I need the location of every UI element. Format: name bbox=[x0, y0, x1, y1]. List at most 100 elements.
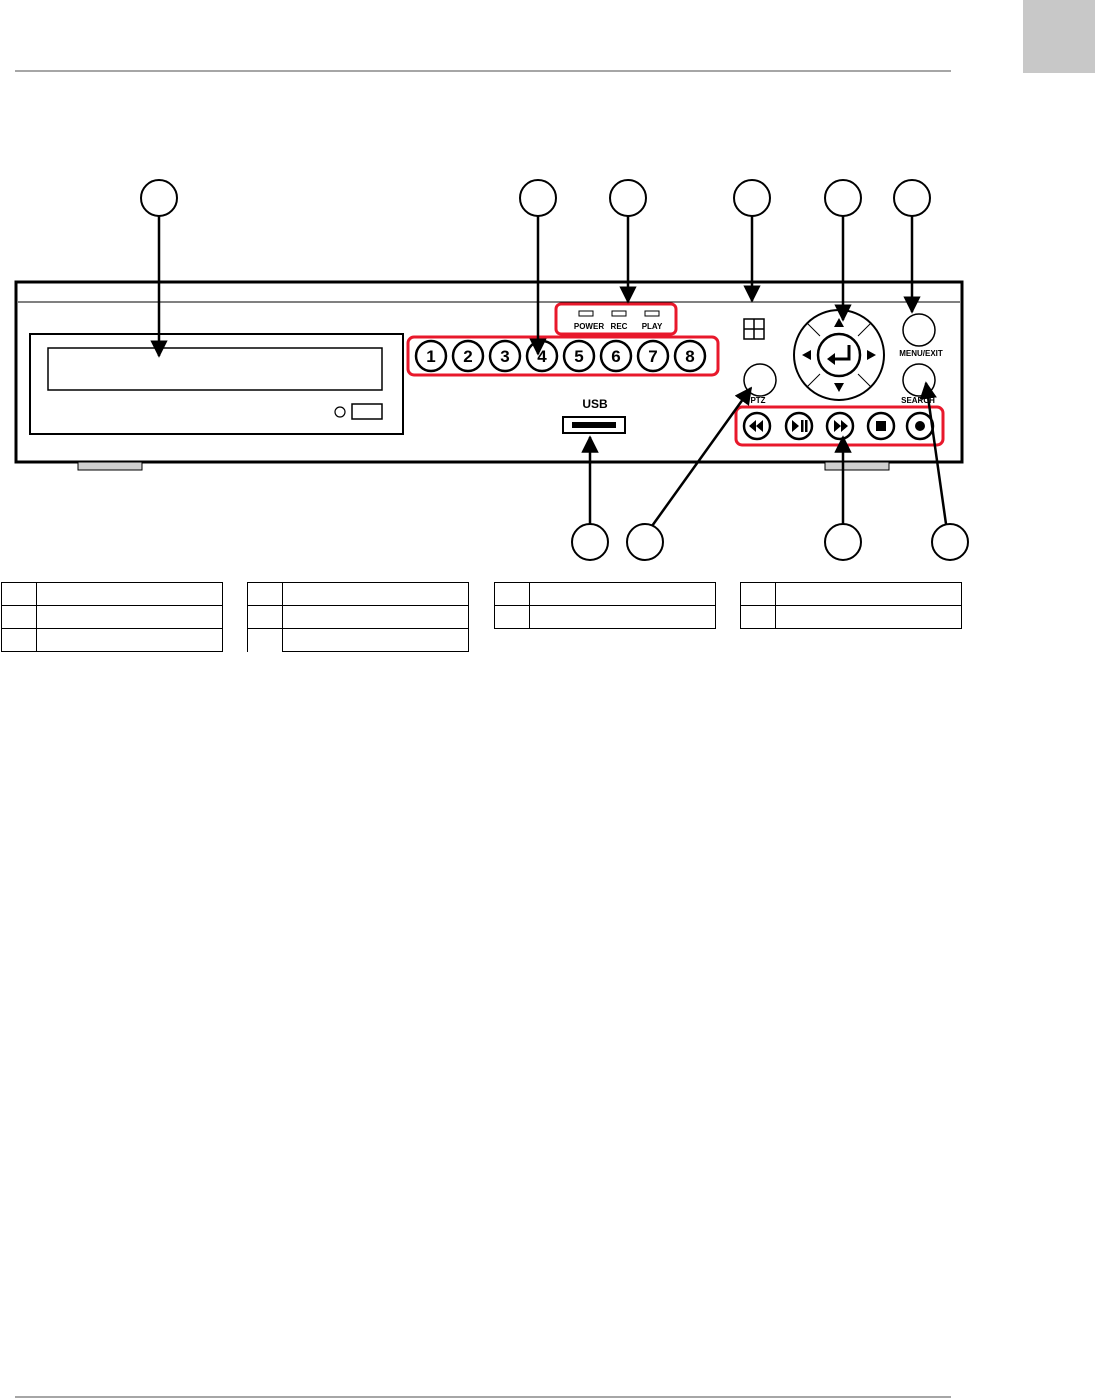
callout-circle bbox=[140, 179, 178, 217]
play-pause-button[interactable] bbox=[784, 411, 814, 441]
channel-button-label: 3 bbox=[500, 347, 509, 366]
legend-table-4 bbox=[740, 582, 962, 629]
channel-button-8[interactable]: 8 bbox=[673, 339, 707, 373]
legend-description bbox=[775, 605, 962, 629]
legend-row bbox=[494, 582, 716, 606]
right-arrow-icon[interactable] bbox=[867, 350, 876, 360]
left-arrow-icon[interactable] bbox=[802, 350, 811, 360]
legend-number bbox=[247, 582, 283, 606]
callout-circle bbox=[824, 179, 862, 217]
legend-row bbox=[247, 605, 469, 629]
callout-circle bbox=[626, 523, 664, 561]
legend-description bbox=[36, 605, 223, 629]
led-group-highlight bbox=[554, 302, 678, 336]
enter-button[interactable] bbox=[816, 332, 862, 378]
legend-number bbox=[1, 628, 37, 652]
legend-number bbox=[494, 605, 530, 629]
channel-button-1[interactable]: 1 bbox=[414, 339, 448, 373]
channel-button-label: 2 bbox=[463, 347, 472, 366]
legend-number bbox=[247, 628, 283, 652]
channel-button-7[interactable]: 7 bbox=[636, 339, 670, 373]
channel-button-2[interactable]: 2 bbox=[451, 339, 485, 373]
usb-label: USB bbox=[582, 397, 608, 411]
legend-number bbox=[494, 582, 530, 606]
legend-number bbox=[247, 605, 283, 629]
rewind-icon bbox=[749, 420, 763, 432]
tray-led bbox=[334, 406, 346, 418]
channel-button-6[interactable]: 6 bbox=[599, 339, 633, 373]
play-pause-icon bbox=[792, 420, 799, 432]
search-label: SEARCH bbox=[901, 396, 935, 405]
callout-arrow bbox=[919, 381, 948, 525]
led-label-play: PLAY bbox=[642, 322, 663, 331]
legend-description bbox=[529, 582, 716, 606]
channel-button-3[interactable]: 3 bbox=[488, 339, 522, 373]
channel-button-label: 8 bbox=[685, 347, 694, 366]
power-led bbox=[578, 310, 594, 317]
menu-exit-label: MENU/EXIT bbox=[899, 349, 943, 358]
rewind-button[interactable] bbox=[742, 411, 772, 441]
menu-exit-button[interactable] bbox=[902, 313, 936, 347]
foot-left bbox=[77, 461, 143, 471]
legend-table-1 bbox=[1, 582, 223, 652]
stop-icon bbox=[876, 421, 886, 431]
eject-button[interactable] bbox=[351, 403, 383, 420]
record-icon bbox=[915, 421, 925, 431]
legend-table-2 bbox=[247, 582, 469, 652]
legend-description bbox=[282, 628, 469, 652]
channel-button-4[interactable]: 4 bbox=[525, 339, 559, 373]
legend-table-3 bbox=[494, 582, 716, 629]
down-arrow-icon[interactable] bbox=[834, 383, 844, 392]
ptz-label: PTZ bbox=[750, 396, 765, 405]
fast-forward-icon bbox=[834, 420, 848, 432]
callout-circle bbox=[733, 179, 771, 217]
channel-group-highlight bbox=[406, 335, 720, 377]
legend-row bbox=[1, 628, 223, 652]
callout-circle bbox=[893, 179, 931, 217]
dvd-tray bbox=[29, 333, 404, 435]
footer-rule bbox=[15, 1396, 951, 1398]
led-label-power: POWER bbox=[574, 322, 604, 331]
channel-button-label: 4 bbox=[537, 347, 547, 366]
record-button[interactable] bbox=[905, 411, 935, 441]
channel-button-label: 7 bbox=[648, 347, 657, 366]
navigation-pad[interactable] bbox=[793, 309, 885, 401]
usb-port bbox=[562, 416, 626, 434]
legend-number bbox=[1, 605, 37, 629]
legend-description bbox=[282, 582, 469, 606]
legend-description bbox=[36, 582, 223, 606]
rec-led bbox=[611, 310, 627, 317]
fast-forward-button[interactable] bbox=[825, 411, 855, 441]
callout-circle bbox=[571, 523, 609, 561]
legend-description bbox=[36, 628, 223, 652]
legend-number bbox=[1, 582, 37, 606]
channel-button-5[interactable]: 5 bbox=[562, 339, 596, 373]
callout-circle bbox=[931, 523, 969, 561]
legend-row bbox=[247, 628, 469, 652]
quad-view-icon[interactable] bbox=[743, 318, 765, 340]
legend-row bbox=[494, 605, 716, 629]
search-button[interactable] bbox=[902, 363, 936, 397]
led-label-rec: REC bbox=[611, 322, 628, 331]
legend-row bbox=[740, 582, 962, 606]
foot-right bbox=[824, 461, 890, 471]
dvr-front-panel-diagram: POWER REC PLAY 1 2 3 4 5 6 7 8 USB PTZ MENU/EXI… bbox=[14, 179, 969, 561]
legend-description bbox=[529, 605, 716, 629]
legend-number bbox=[740, 605, 776, 629]
enter-icon bbox=[832, 345, 851, 361]
legend-row bbox=[247, 582, 469, 606]
legend-row bbox=[1, 605, 223, 629]
page-tab-marker bbox=[1023, 0, 1095, 73]
callout-arrows bbox=[150, 216, 948, 527]
legend-row bbox=[740, 605, 962, 629]
up-arrow-icon[interactable] bbox=[834, 318, 844, 327]
channel-button-label: 6 bbox=[611, 347, 620, 366]
legend-description bbox=[775, 582, 962, 606]
channel-button-label: 5 bbox=[574, 347, 583, 366]
legend-description bbox=[282, 605, 469, 629]
channel-button-label: 1 bbox=[426, 347, 435, 366]
legend-row bbox=[1, 582, 223, 606]
legend-number bbox=[740, 582, 776, 606]
stop-button[interactable] bbox=[866, 411, 896, 441]
header-rule bbox=[15, 70, 951, 72]
